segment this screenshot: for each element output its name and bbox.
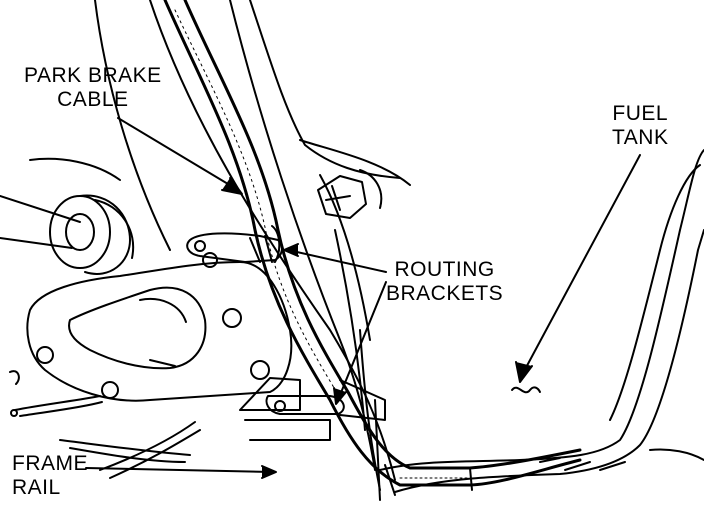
fuel-tank-label-line1: FUEL [612, 102, 669, 125]
park-brake-cable-label: PARK BRAKE CABLE [24, 64, 162, 112]
lower-routing-bracket [239, 377, 345, 441]
misc-clips [9, 370, 201, 479]
upper-bracket-arrowhead [283, 243, 299, 257]
fuel-tank [379, 149, 704, 493]
park-brake-cable-label-line1: PARK BRAKE [24, 64, 162, 87]
fuel-tank-arrowhead [515, 361, 533, 383]
brake-backing-plate [26, 252, 293, 402]
leader-lines [85, 117, 641, 479]
body-bolt [317, 169, 383, 219]
fuel-tank-label-line2: TANK [612, 126, 669, 149]
axle-shaft [0, 157, 135, 275]
vehicle-body-lines [94, 0, 411, 501]
frame-rail-label: FRAME RAIL [12, 452, 88, 500]
routing-brackets-label-line1: ROUTING [394, 258, 495, 281]
frame-rail-arrowhead [261, 465, 277, 479]
park-brake-cable [163, 0, 582, 496]
fuel-tank-label: FUEL TANK [612, 102, 668, 150]
park-brake-cable-leader [117, 117, 239, 191]
upper-routing-bracket [186, 225, 283, 263]
lower-bracket-arrowhead [333, 387, 347, 405]
frame-rail-label-line2: RAIL [12, 476, 61, 499]
routing-brackets-label-line2: BRACKETS [386, 282, 504, 305]
fuel-tank-leader [521, 154, 641, 376]
routing-brackets-label: ROUTING BRACKETS [386, 258, 503, 306]
park-brake-cable-label-line2: CABLE [57, 88, 129, 111]
upper-bracket-leader [287, 249, 387, 273]
lower-bracket-leader [337, 281, 387, 401]
frame-rail-label-line1: FRAME [12, 452, 88, 475]
park-brake-cable-arrowhead [221, 177, 243, 195]
frame-rail-leader [85, 467, 273, 473]
